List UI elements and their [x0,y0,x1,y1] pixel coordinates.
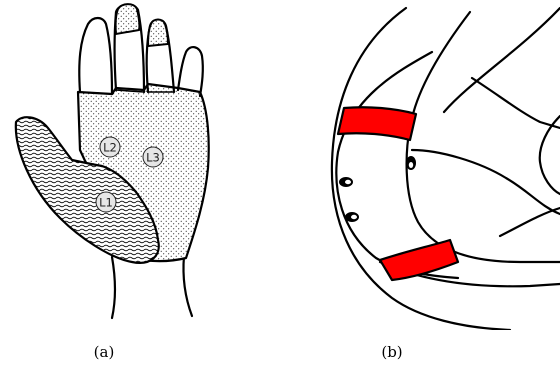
region-label-l2-text: L2 [103,141,117,155]
wrist-outline-right [183,256,192,316]
outer-arc [332,8,510,330]
panel-a-caption: (a) [94,343,115,361]
connector-knob-right [406,156,416,170]
middle-finger-dotted-tip [116,4,140,34]
region-label-l3-text: L3 [146,151,160,165]
lower-red-band [380,240,458,280]
panel-b-ball-diagram: (b) [332,8,560,361]
wrist-outline-left [112,257,115,318]
connector-knob-left-lower [345,212,359,222]
ring-finger-dotted-tip [148,20,168,47]
right-segment-top [412,150,560,214]
panel-a-hand-diagram: L1 L2 L3 (a) [16,4,209,361]
upper-red-band [338,107,416,140]
right-segment-outline [407,118,560,262]
top-curve [412,12,470,118]
region-label-l1-text: L1 [99,196,113,210]
panel-b-caption: (b) [381,343,402,361]
seam-lower-right [500,208,560,236]
connector-knob-left-upper [339,177,353,187]
seam-curve-right [472,78,560,128]
index-finger [79,18,112,94]
region-label-l1: L1 [96,192,116,212]
region-label-l2: L2 [100,137,120,157]
region-label-l3: L3 [143,147,163,167]
